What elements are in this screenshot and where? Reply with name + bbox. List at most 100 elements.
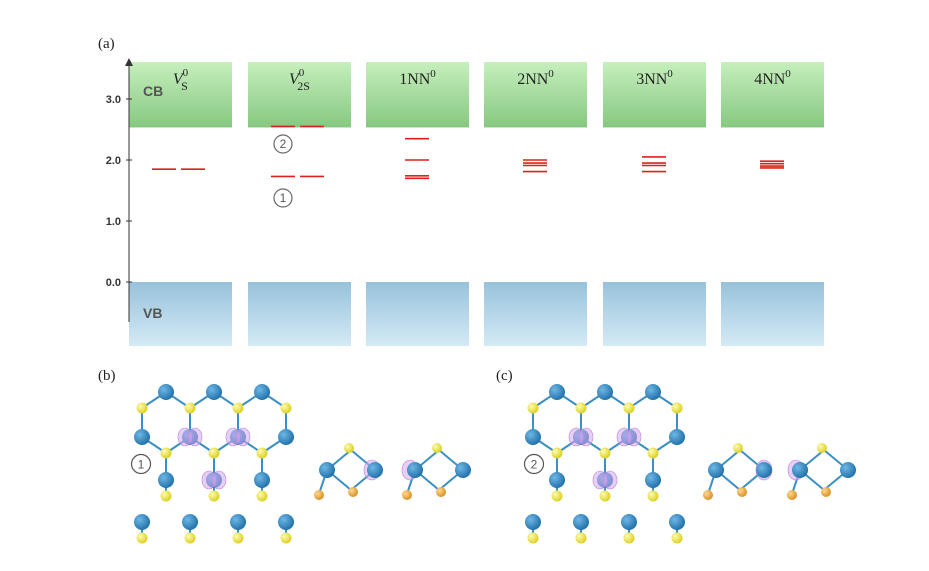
panel-label-c: (c): [496, 368, 513, 384]
s-atom: [527, 532, 539, 544]
mo-atom: [792, 462, 808, 478]
mo-atom: [597, 384, 613, 400]
mo-atom: [756, 462, 772, 478]
mo-atom: [278, 514, 294, 530]
s-atom: [184, 402, 196, 414]
mo-atom: [158, 472, 174, 488]
orbital-lobe: [235, 427, 251, 447]
svg-text:1: 1: [280, 191, 287, 205]
mo-atom: [525, 429, 541, 445]
s-atom: [232, 532, 244, 544]
svg-text:2: 2: [280, 137, 287, 151]
mo-atom: [367, 462, 383, 478]
energy-axis: 3.0 2.0 1.0 0.0: [106, 58, 133, 322]
column-label: 1NN0: [399, 68, 436, 88]
side-view: [314, 443, 383, 500]
side-view: [787, 443, 856, 500]
side-view: [703, 443, 773, 500]
s-atom: [733, 443, 743, 453]
s-atom: [280, 532, 292, 544]
bonds: [141, 391, 287, 538]
mo-atom: [319, 462, 335, 478]
s-atom: [671, 532, 683, 544]
mo-atom: [669, 514, 685, 530]
s-atom: [703, 490, 713, 500]
orbital-lobe: [602, 470, 618, 490]
s-atom: [314, 490, 324, 500]
mo-atom: [206, 384, 222, 400]
marker-2-a: 2: [273, 134, 293, 154]
panel-label-a: (a): [98, 36, 115, 52]
conduction-band: [484, 62, 587, 128]
s-atom: [671, 402, 683, 414]
s-atom: [256, 447, 268, 459]
s-atom: [787, 490, 797, 500]
axis-tick-label: 3.0: [106, 94, 121, 106]
s-atom: [432, 443, 442, 453]
s-atom: [737, 487, 747, 497]
orbitals: [568, 427, 642, 490]
column-label: 4NN0: [754, 68, 791, 88]
orbital-lobe: [578, 427, 594, 447]
marker-1-b: 1: [130, 453, 152, 475]
s-atom: [647, 490, 659, 502]
s-atom: [184, 532, 196, 544]
mo-atom: [254, 472, 270, 488]
mo-atom: [182, 514, 198, 530]
s-atom: [527, 402, 539, 414]
conduction-band: [603, 62, 706, 128]
s-atom: [160, 490, 172, 502]
conduction-band: [248, 62, 351, 128]
orbitals: [177, 427, 251, 490]
column-label: 3NN0: [636, 68, 673, 88]
bonds: [532, 391, 678, 538]
axis-tick-label: 2.0: [106, 155, 121, 167]
s-atom: [402, 490, 412, 500]
valence-band: [721, 282, 824, 346]
mo-atom: [254, 384, 270, 400]
mo-atom: [549, 472, 565, 488]
s-atom: [575, 532, 587, 544]
mo-atom: [669, 429, 685, 445]
mo-atom: [230, 514, 246, 530]
conduction-band: [129, 62, 232, 128]
s-atom: [436, 487, 446, 497]
mo-atom: [840, 462, 856, 478]
mo-atom: [645, 472, 661, 488]
s-atom: [575, 402, 587, 414]
axis-tick-label: 0.0: [106, 277, 121, 289]
mo-atom: [278, 429, 294, 445]
conduction-band: [721, 62, 824, 128]
s-atom: [208, 490, 220, 502]
marker-1-a: 1: [273, 188, 293, 208]
mo-atom: [645, 384, 661, 400]
valence-band: [129, 282, 232, 346]
vb-label: VB: [143, 305, 162, 321]
conduction-band: [366, 62, 469, 128]
s-atom: [348, 487, 358, 497]
svg-text:2: 2: [531, 458, 538, 472]
valence-band: [484, 282, 587, 346]
mo-atom: [455, 462, 471, 478]
panel-label-b: (b): [98, 368, 116, 384]
s-atom: [817, 443, 827, 453]
s-atom: [647, 447, 659, 459]
atoms: [525, 384, 685, 544]
svg-text:1: 1: [138, 458, 145, 472]
s-atom: [160, 447, 172, 459]
s-atom: [551, 447, 563, 459]
mo-atom: [158, 384, 174, 400]
s-atom: [136, 532, 148, 544]
mo-atom: [407, 462, 423, 478]
mo-atom: [573, 514, 589, 530]
side-view: [401, 443, 471, 500]
orbital-lobe: [626, 427, 642, 447]
axis-tick-label: 1.0: [106, 216, 121, 228]
valence-band: [248, 282, 351, 346]
orbital-lobe: [187, 427, 203, 447]
